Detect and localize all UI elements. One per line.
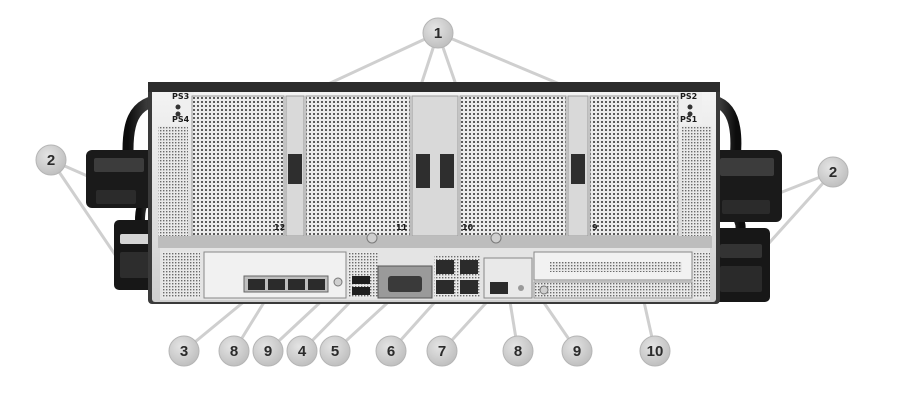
callout-10-label: 10	[647, 343, 664, 360]
callout-3: 3	[168, 335, 200, 367]
psu-module-slot-10: 10	[459, 95, 567, 237]
usb-ports	[352, 276, 370, 295]
callout-9-b: 9	[561, 335, 593, 367]
label-slot-10: 10	[462, 223, 474, 232]
chassis: PS3 PS4 PS2 PS1 12 11	[148, 82, 720, 304]
label-slot-12: 12	[274, 223, 285, 232]
callout-5: 5	[319, 335, 351, 367]
lan-port-4[interactable]	[460, 280, 478, 294]
nic-port-1[interactable]	[248, 279, 265, 290]
callout-5-label: 5	[331, 343, 339, 360]
callout-8-b: 8	[502, 335, 534, 367]
callout-2-right: 2	[817, 156, 849, 188]
callout-6-label: 6	[387, 343, 395, 360]
ethernet-ports	[434, 256, 480, 298]
nic-port-3[interactable]	[288, 279, 305, 290]
network-daughter-card	[203, 251, 347, 299]
callout-8-a: 8	[218, 335, 250, 367]
callout-7: 7	[426, 335, 458, 367]
psu-module-slot-12: 12	[191, 95, 285, 237]
label-ps3: PS3	[172, 92, 189, 101]
psu-module-slot-11: 11	[305, 95, 411, 237]
callout-1-label: 1	[434, 25, 442, 42]
callout-8-b-label: 8	[514, 343, 522, 360]
callout-8-a-label: 8	[230, 343, 238, 360]
label-ps1: PS1	[680, 115, 698, 124]
callout-9-a: 9	[252, 335, 284, 367]
callout-3-label: 3	[180, 343, 188, 360]
callout-9-b-label: 9	[573, 343, 581, 360]
management-port	[483, 257, 533, 299]
psu-module-slot-9: 9	[589, 95, 679, 237]
psu-handle-9	[567, 95, 589, 237]
psu-handle-center	[411, 95, 459, 237]
idrac-port[interactable]	[490, 282, 508, 294]
callout-6: 6	[375, 335, 407, 367]
lan-port-1[interactable]	[436, 260, 454, 274]
callout-1: 1	[422, 17, 454, 49]
usb-port-2[interactable]	[352, 287, 370, 295]
nic-port-4[interactable]	[308, 279, 325, 290]
lan-port-3[interactable]	[436, 280, 454, 294]
usb-port-1[interactable]	[352, 276, 370, 284]
callouts: 1 2 2 3 8 9 4 5	[35, 17, 849, 367]
callout-2-right-label: 2	[829, 164, 837, 181]
callout-7-label: 7	[438, 343, 446, 360]
vga-port[interactable]	[377, 265, 433, 299]
callout-4-label: 4	[298, 343, 307, 360]
pcie-expansion-slot	[533, 251, 693, 299]
callout-9-a-label: 9	[264, 343, 272, 360]
label-slot-11: 11	[396, 223, 408, 232]
nic-port-2[interactable]	[268, 279, 285, 290]
lan-port-2[interactable]	[460, 260, 478, 274]
label-slot-9: 9	[592, 223, 598, 232]
label-ps2: PS2	[680, 92, 697, 101]
callout-4: 4	[286, 335, 318, 367]
psu-handle-12	[285, 95, 305, 237]
callout-2-left-label: 2	[47, 152, 55, 169]
label-ps4: PS4	[172, 115, 190, 124]
callout-2-left: 2	[35, 144, 67, 176]
callout-10: 10	[639, 335, 671, 367]
